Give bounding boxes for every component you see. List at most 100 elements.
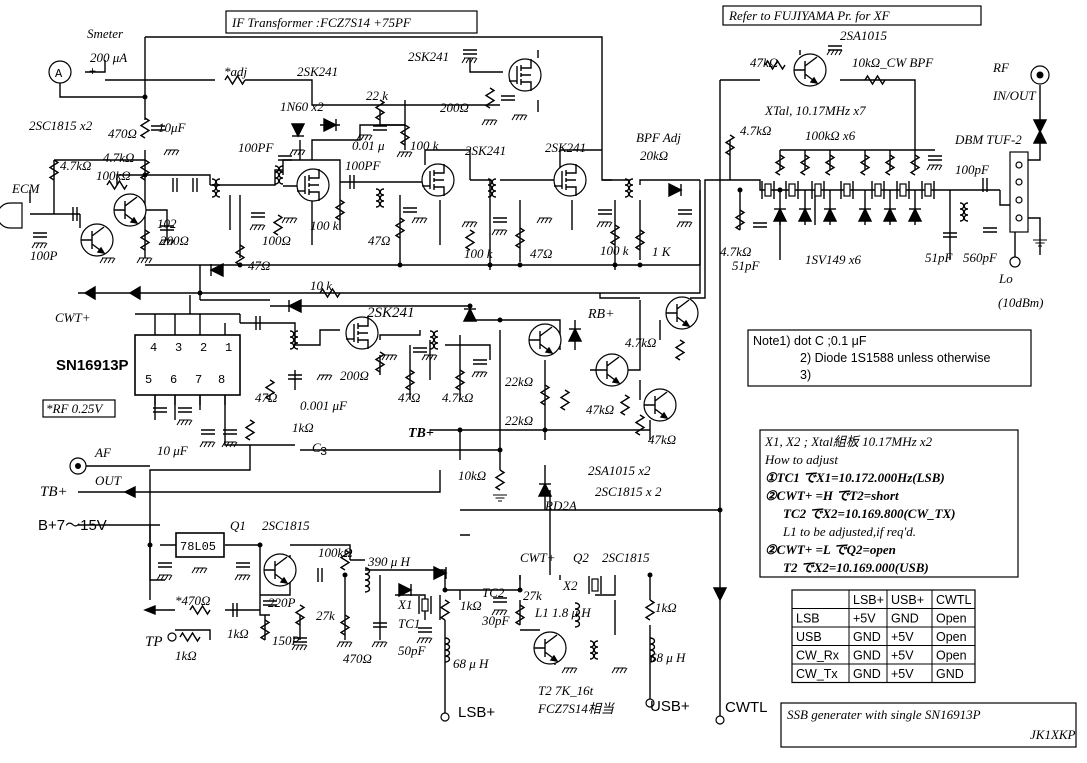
tc1-label: TC1: [398, 616, 420, 631]
r100k-a-label: 100kΩ: [96, 168, 131, 183]
smeter-label: Smeter: [87, 26, 124, 41]
q2-label: Q2: [573, 550, 589, 565]
cwt-plus-b-label: CWT+: [520, 550, 556, 565]
c100PF-b-label: 100PF: [345, 158, 381, 173]
howto-line2: How to adjust: [764, 452, 838, 467]
q2-type-label: 2SC1815: [602, 550, 650, 565]
howto-line1: X1, X2 ; Xtal組板 10.17MHz x2: [764, 434, 933, 449]
r47k-f-label: 47kΩ: [648, 432, 676, 447]
r100k-x-label: 100kΩ x6: [805, 128, 856, 143]
truth-table-cell: GND: [853, 667, 881, 681]
stage2: 2SK241 47Ω 100 k 47Ω: [368, 143, 553, 261]
r47k-d-label: 4.7kΩ: [625, 335, 656, 350]
rf025-label: *RF 0.25V: [46, 401, 104, 416]
sn16913p-ic: 4 3 2 1 5 6 7 8 SN16913P *RF 0.25V 10 μF…: [42, 315, 327, 459]
c10uF-top-label: 10μF: [158, 120, 187, 135]
rd2a-label: RD2A: [544, 498, 577, 513]
pin7: 7: [195, 373, 202, 387]
stage1: 1N60 x2 100PF 22 k 0.01 μ 100 k 100PF 10…: [211, 88, 439, 273]
power-io: AF OUT TB+ B+7〜15V: [38, 445, 441, 534]
c3-label: C: [312, 440, 321, 455]
refer-label: Refer to FUJIYAMA Pr. for XF: [722, 5, 982, 26]
ecm-label: ECM: [11, 181, 41, 196]
r47k-e-label: 47kΩ: [586, 402, 614, 417]
r47k-a-label: 4.7kΩ: [60, 158, 91, 173]
dbm-rf: RF IN/OUT DBM TUF-2 Lo (10dBm): [954, 60, 1050, 310]
truth-table-cell: GND: [891, 612, 919, 626]
sa1015-top-label: 2SA1015: [840, 28, 887, 43]
crystal-filter: 2SA1015 47kΩ 10kΩ_CW BPF XTal, 10.17MHz …: [720, 28, 998, 273]
pin2: 2: [200, 341, 207, 355]
c001-label: 0.01 μ: [352, 138, 385, 153]
c10uF-b-label: 10 μF: [157, 443, 189, 458]
note-line3: 3): [800, 368, 811, 382]
r100k-e-label: 100 k: [600, 243, 629, 258]
sa1015x2-label: 2SA1015 x2: [588, 463, 651, 478]
c51pF-a-label: 51pF: [732, 258, 761, 273]
oscillator: 78L05 Q1 2SC1815 100kΩ 390 μ H CWT+ Q2 2…: [143, 518, 768, 725]
rb-plus-label: RB+: [587, 307, 615, 322]
s-meter: A Smeter 200 μA + *adj 2SK241: [48, 26, 338, 85]
r1k-c-label: 1kΩ: [227, 626, 249, 641]
c0001-label: 0.001 μF: [300, 398, 348, 413]
r27k-a-label: 27k: [316, 608, 335, 623]
r47k-g-label: 4.7kΩ: [740, 123, 771, 138]
note-line1: Note1) dot C ;0.1 μF: [753, 334, 867, 348]
af-out-label: AF: [94, 445, 112, 460]
cwt-plus-label: CWT+: [55, 310, 91, 325]
howto-line6: L1 to be adjusted,if req'd.: [782, 524, 916, 539]
truth-table-cell: LSB: [796, 612, 820, 626]
howto-line5: TC2 でX2=10.169.800(CW_TX): [783, 506, 955, 521]
cwt-line: CWT+ 10 k: [55, 263, 477, 325]
sv149-label: 1SV149 x6: [805, 252, 861, 267]
truth-table-cell: +5V: [891, 630, 914, 644]
meter-plus: +: [89, 65, 96, 79]
q-sk241-bot-label: 2SK241: [367, 305, 415, 321]
r100k-q1-label: 100kΩ: [318, 545, 353, 560]
cwtl-label: CWTL: [725, 699, 768, 716]
r470-c-label: 470Ω: [343, 651, 372, 666]
truth-table-cell: USB: [796, 630, 822, 644]
x2-label: X2: [562, 578, 578, 593]
truth-table-cell: GND: [936, 667, 964, 681]
sn16913p-label: SN16913P: [56, 357, 129, 374]
fcz-label: FCZ7S14相当: [537, 701, 615, 716]
pin6: 6: [170, 373, 177, 387]
d1n60-label: 1N60 x2: [280, 99, 324, 114]
r1k-d-label: 1kΩ: [460, 598, 482, 613]
truth-table-cell: Open: [936, 630, 967, 644]
pin4: 4: [150, 341, 157, 355]
c100P-label: 100P: [30, 248, 58, 263]
r100k-d-label: 100 k: [464, 246, 493, 261]
c220P-label: 220P: [268, 595, 296, 610]
pin1: 1: [225, 341, 232, 355]
q-sk241-right-label: 2SK241: [545, 140, 586, 155]
notes-box: Note1) dot C ;0.1 μF 2) Diode 1S1588 unl…: [747, 329, 1032, 387]
tb-plus-mid-label: TB+: [408, 426, 434, 441]
tc2-label: TC2: [482, 585, 505, 600]
t2-label: T2 7K_16t: [538, 683, 594, 698]
tp-label: TP: [145, 634, 163, 650]
r100-a-label: 100Ω: [262, 233, 291, 248]
truth-table-cell: Open: [936, 612, 967, 626]
howto-line3: ①TC1 でX1=10.172.000Hz(LSB): [765, 470, 945, 485]
l68-a-label: 68 μ H: [453, 656, 489, 671]
in-out-label: IN/OUT: [992, 88, 1036, 103]
howto-line7: ②CWT+ =L でQ2=open: [765, 542, 896, 557]
r200-b-label: 200Ω: [340, 368, 369, 383]
r47k-c-label: 4.7kΩ: [442, 390, 473, 405]
r47k-b-label: 4.7kΩ: [103, 150, 134, 165]
truth-table-cell: GND: [853, 649, 881, 663]
junctions: [142, 94, 783, 593]
q-sk241-mid-label: 2SK241: [465, 143, 506, 158]
c560pF-label: 560pF: [963, 250, 998, 265]
adj-label: *adj: [224, 64, 248, 79]
lsb-plus-label: LSB+: [458, 704, 495, 721]
howto-line8: T2 でX2=10.169.000(USB): [783, 560, 929, 575]
howto-box: X1, X2 ; Xtal組板 10.17MHz x2 How to adjus…: [759, 429, 1019, 578]
usb-plus-label: USB+: [650, 698, 690, 715]
top-fet: 2SK241 200Ω: [408, 49, 542, 126]
bottom-fet-stage: 2SK241 200Ω 0.001 μF 47Ω 47Ω 4.7kΩ: [255, 305, 488, 413]
